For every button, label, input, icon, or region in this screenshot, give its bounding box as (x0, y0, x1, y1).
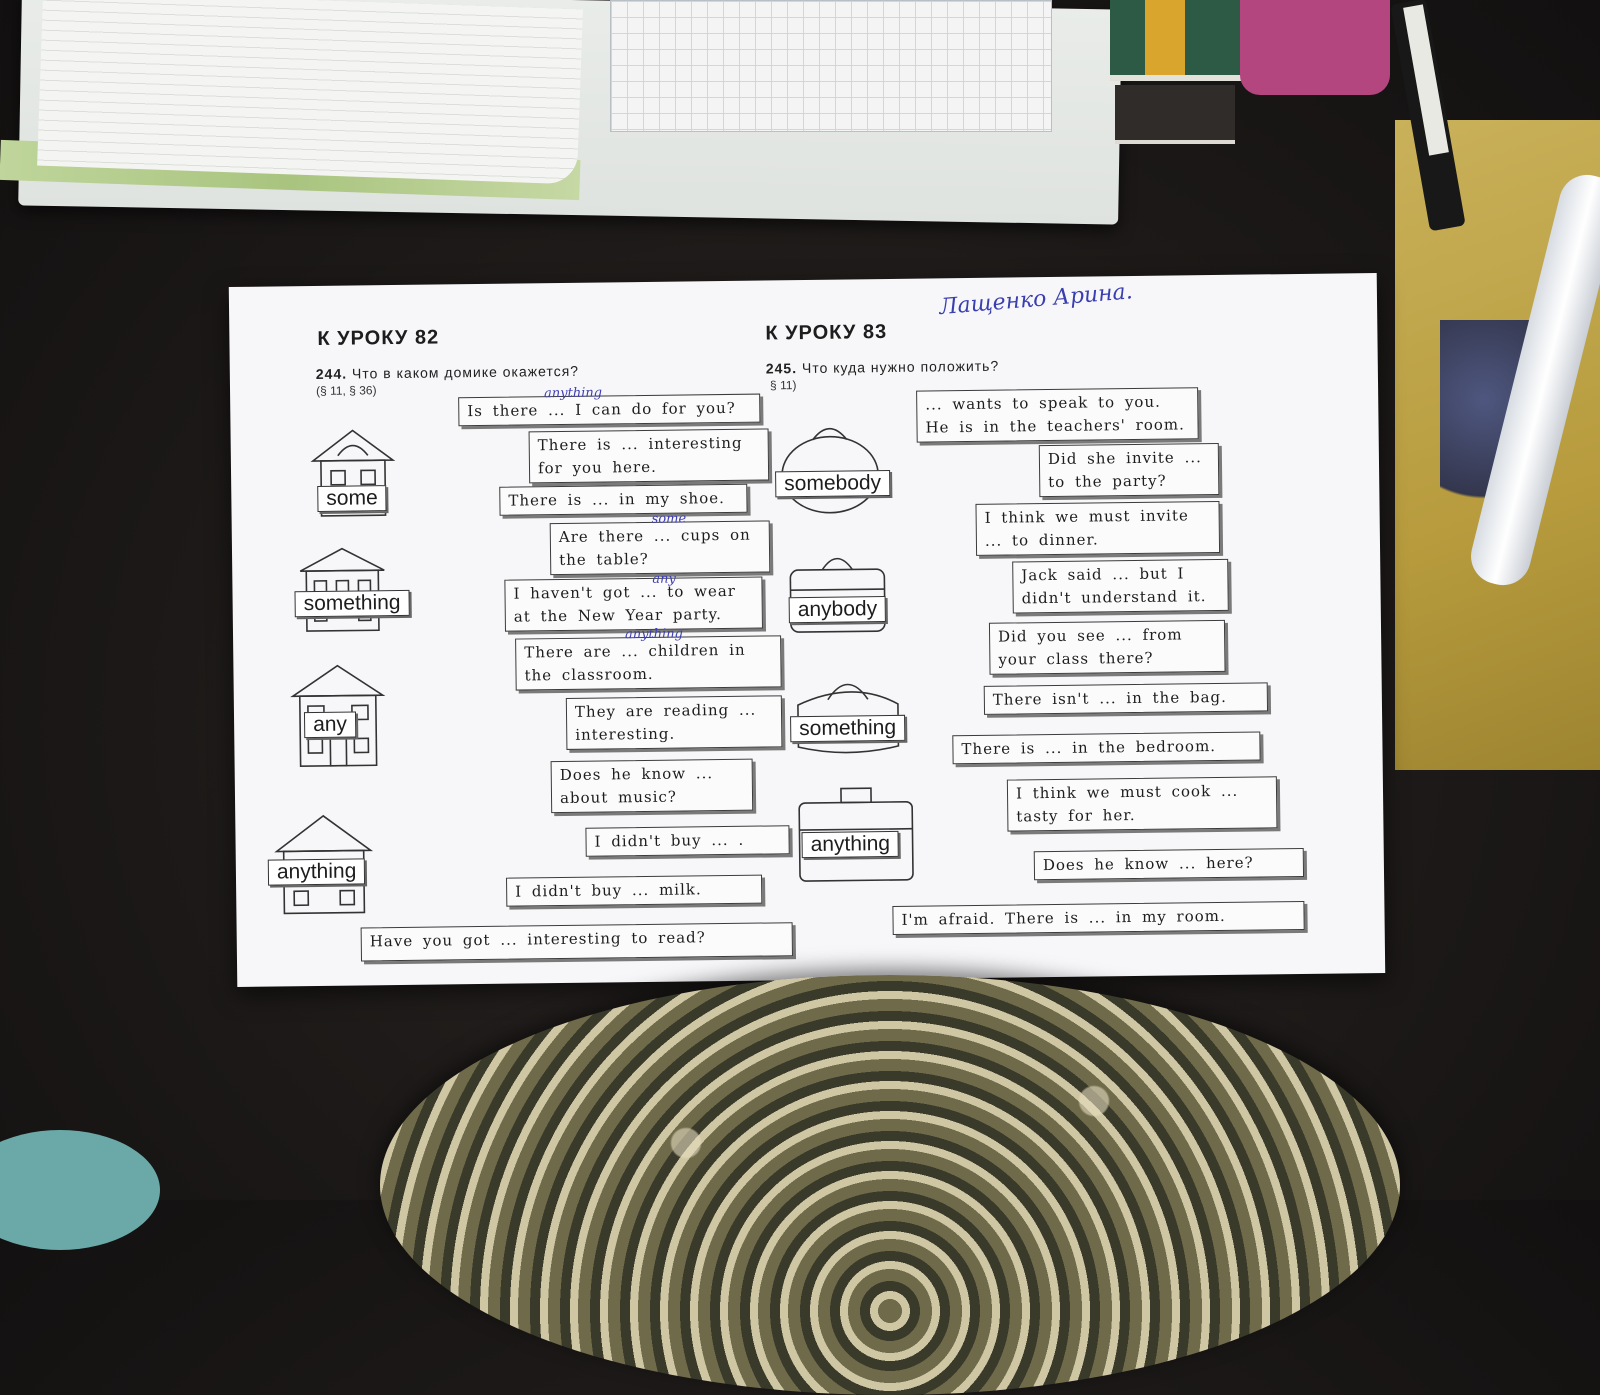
sentence-card[interactable]: ... wants to speak to you. He is in the … (916, 387, 1199, 443)
task-244-ref: (§ 11, § 36) (315, 383, 377, 398)
sentence-card[interactable]: There isn't ... in the bag. (983, 682, 1269, 715)
word-label-anything-83: anything (801, 830, 900, 859)
grid-page (610, 0, 1052, 132)
word-label-any: any (303, 711, 357, 739)
word-label-somebody: somebody (775, 469, 891, 498)
sentence-card[interactable]: Does he know ... here? (1033, 847, 1305, 881)
sentence-card[interactable]: There is ... in the bedroom. (952, 731, 1261, 765)
handwritten-answer: anything (544, 385, 603, 402)
sentence-card[interactable]: I haven't got ... to wear at the New Yea… (504, 576, 763, 632)
dark-box (1115, 85, 1235, 144)
teal-object (0, 1130, 160, 1250)
task-244-text: Что в каком домике окажется? (351, 362, 580, 382)
blanket-foreground (380, 975, 1400, 1395)
sentence-card[interactable]: There are ... children in the classroom. (515, 635, 782, 691)
word-label-anybody: anybody (788, 596, 887, 624)
sentence-card[interactable]: I think we must invite ... to dinner. (975, 500, 1221, 556)
sentence-card[interactable]: Did she invite ... to the party? (1038, 442, 1220, 498)
sentence-card[interactable]: Did you see ... from your class there? (988, 619, 1226, 675)
sentence-card[interactable]: Are there ... cups on the table? (549, 520, 771, 576)
word-label-anything: anything (267, 858, 366, 886)
sentence-card[interactable]: Does he know ... about music? (550, 758, 754, 814)
pencil-case (1240, 0, 1390, 95)
sentence-card[interactable]: I didn't buy ... milk. (506, 874, 763, 907)
bag-icon (797, 683, 900, 754)
sentence-card[interactable]: I didn't buy ... . (585, 825, 790, 857)
task-245: 245. Что куда нужно положить? (766, 358, 1000, 377)
sentence-card[interactable]: They are reading ... interesting. (565, 695, 783, 750)
sentence-card[interactable]: I'm afraid. There is ... in my room. (892, 900, 1305, 935)
word-label-something-83: something (790, 714, 906, 743)
word-label-some: some (317, 485, 387, 512)
house-icon (299, 547, 385, 632)
sentence-card[interactable]: Is there ... I can do for you? (458, 393, 761, 427)
sentence-card[interactable]: Jack said ... but I didn't understand it… (1012, 558, 1229, 614)
worksheet: Лащенко Арина. К УРОКУ 82 244. Что в как… (228, 273, 1386, 987)
handwritten-answer: anything (624, 626, 684, 643)
lesson-82-title: К УРОКУ 82 (317, 326, 440, 350)
sentence-card[interactable]: There is ... in my shoe. (499, 483, 748, 516)
sentence-card[interactable]: I think we must cook ... tasty for her. (1006, 776, 1278, 832)
bag-icon (789, 557, 886, 633)
word-label-something: something (294, 589, 410, 618)
handwritten-answer: some (651, 511, 687, 527)
task-244: 244. Что в каком домике окажется? (316, 363, 579, 382)
box-stripe (1145, 0, 1185, 75)
handwritten-signature: Лащенко Арина. (938, 279, 1134, 321)
green-box (1110, 0, 1260, 81)
sentence-card[interactable]: There is ... interesting for you here. (528, 428, 770, 484)
task-245-ref: § 11) (769, 378, 797, 393)
suitcase-icon (798, 787, 914, 882)
sentence-card[interactable]: Have you got ... interesting to read? (360, 922, 793, 962)
house-icon (310, 429, 396, 517)
task-245-number: 245. (765, 360, 798, 377)
task-245-text: Что куда нужно положить? (801, 357, 1000, 377)
lesson-83-title: К УРОКУ 83 (765, 320, 888, 345)
handwritten-answer: any (652, 571, 676, 587)
notebook-pages (37, 0, 583, 185)
task-244-number: 244. (315, 365, 348, 382)
